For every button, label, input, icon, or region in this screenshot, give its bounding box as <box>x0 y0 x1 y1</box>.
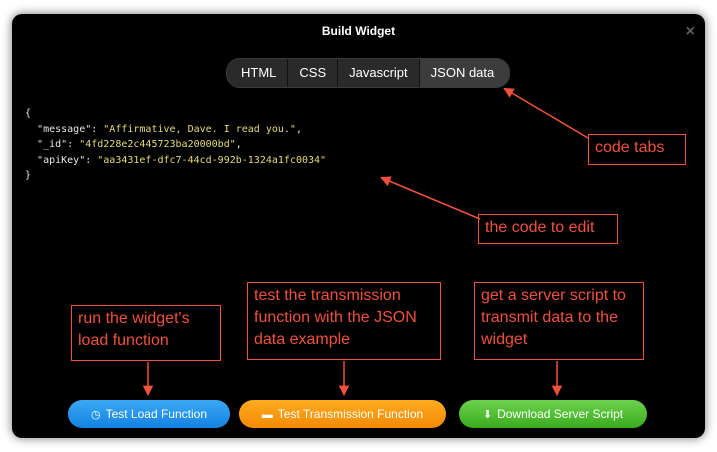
annotation-code-edit: the code to edit <box>478 214 618 244</box>
code-value: "4fd228e2c445723ba20000bd" <box>79 139 236 150</box>
annotation-code-tabs: code tabs <box>588 134 686 165</box>
code-key: "apiKey" <box>37 154 86 166</box>
speech-bubble-icon: ▬ <box>261 409 273 421</box>
test-transmission-function-button[interactable]: ▬ Test Transmission Function <box>239 400 446 428</box>
download-server-script-label: Download Server Script <box>497 407 624 421</box>
test-load-function-label: Test Load Function <box>105 407 207 421</box>
annotation-transmission: test the transmission function with the … <box>247 282 441 360</box>
tab-javascript[interactable]: Javascript <box>338 59 420 87</box>
code-key: "message" <box>37 123 92 135</box>
code-editor[interactable]: { "message": "Affirmative, Dave. I read … <box>25 108 327 181</box>
download-icon: ⬇ <box>482 409 493 421</box>
annotation-server-script: get a server script to transmit data to … <box>474 282 644 360</box>
code-close-brace: } <box>25 170 32 181</box>
code-comma: , <box>235 139 242 150</box>
tab-json-data[interactable]: JSON data <box>419 59 510 87</box>
arrow-to-tabs <box>503 87 589 139</box>
download-server-script-button[interactable]: ⬇ Download Server Script <box>459 400 647 428</box>
code-tabs: HTML CSS Javascript JSON data <box>226 58 511 88</box>
code-open-brace: { <box>25 108 32 119</box>
code-key: "_id" <box>37 139 68 150</box>
dialog-title: Build Widget <box>321 24 396 38</box>
test-transmission-function-label: Test Transmission Function <box>277 407 424 421</box>
arrow-to-code <box>380 176 481 220</box>
code-value: "aa3431ef-dfc7-44cd-992b-1324a1fc0034" <box>97 154 327 166</box>
tab-css[interactable]: CSS <box>288 59 339 87</box>
close-icon[interactable]: × <box>685 23 695 40</box>
clock-icon: ◷ <box>90 409 101 421</box>
test-load-function-button[interactable]: ◷ Test Load Function <box>68 400 230 428</box>
tab-html[interactable]: HTML <box>227 59 289 87</box>
code-value: "Affirmative, Dave. I read you." <box>103 123 296 135</box>
annotation-load-function: run the widget's load function <box>71 305 221 361</box>
code-comma: , <box>295 123 302 135</box>
